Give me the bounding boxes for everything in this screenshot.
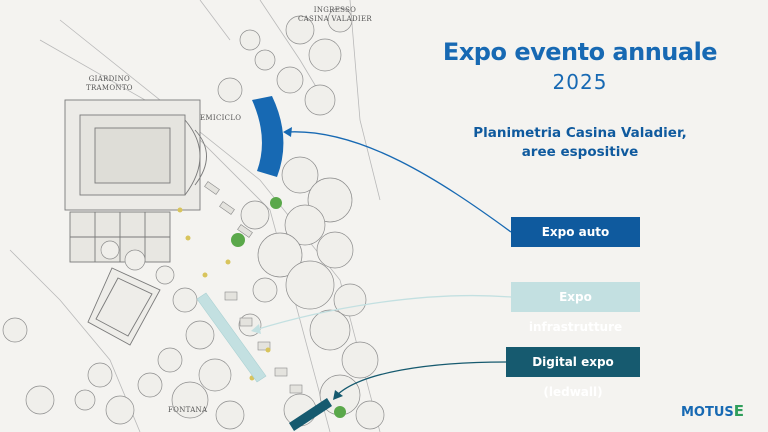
yellow-markers: [177, 207, 271, 381]
arrow-digital-expo: [335, 361, 507, 397]
label-ingresso-line2: CASINA VALADIER: [298, 15, 372, 23]
arrow-expo-auto: [286, 131, 512, 233]
arrows: [254, 131, 512, 397]
label-ingresso-line1: INGRESSO: [313, 6, 357, 14]
label-ingresso: INGRESSO CASINA VALADIER: [298, 6, 372, 24]
pavilion: [87, 267, 161, 346]
trees: [2, 7, 385, 430]
palm-accents: [231, 197, 346, 418]
legend-digital-expo: Digital expo (ledwall): [506, 347, 640, 399]
legend-expo-infrastrutture: Expo infrastrutture: [511, 282, 640, 334]
casina-building: [64, 99, 207, 263]
arrowhead-digital: [333, 390, 343, 400]
expo-infrastrutture-zone: [196, 292, 267, 383]
motus-logo: MOTUSE: [681, 402, 744, 420]
legend-expo-auto: Expo auto: [511, 217, 640, 247]
expo-auto-zone: [252, 96, 284, 177]
slide-subtitle: Planimetria Casina Valadier, aree esposi…: [440, 124, 720, 162]
logo-text: MOTUS: [681, 405, 734, 420]
subtitle-line1: Planimetria Casina Valadier,: [473, 125, 687, 141]
slide-year: 2025: [552, 70, 608, 94]
slide-title: Expo evento annuale: [442, 38, 718, 66]
digital-expo-zone: [289, 398, 332, 431]
label-giardino-line1: GIARDINO: [88, 75, 131, 83]
logo-mark: E: [733, 402, 745, 420]
arrow-expo-infrastrutture: [254, 294, 512, 331]
label-giardino-line2: TRAMONTO: [86, 84, 133, 92]
stands: [204, 181, 303, 394]
subtitle-line2: aree espositive: [521, 144, 639, 160]
label-giardino: GIARDINO TRAMONTO: [86, 75, 133, 93]
arrowhead-auto: [283, 127, 292, 137]
label-fontana: FONTANA: [168, 406, 208, 414]
arrowhead-infra: [251, 324, 261, 334]
label-emiciclo: EMICICLO: [200, 114, 242, 122]
